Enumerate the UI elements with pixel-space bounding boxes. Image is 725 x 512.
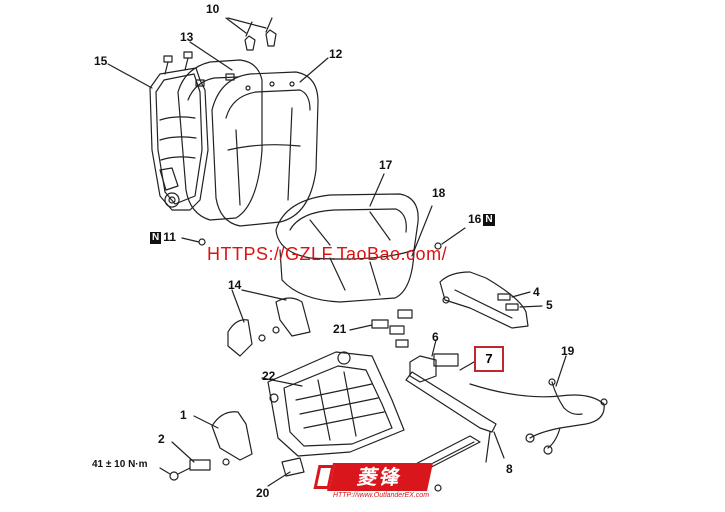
leader-lines (107, 41, 491, 463)
label-8: 8 (506, 462, 513, 476)
lower-cover-1 (193, 411, 253, 461)
seatback-frame (149, 51, 209, 211)
label-5: 5 (546, 298, 553, 312)
actuator-6 (409, 339, 475, 383)
seat-frame-22 (261, 351, 405, 457)
logo-brand-text: 菱锋 (327, 463, 433, 491)
label-20: 20 (256, 486, 270, 500)
anchor-bolt-2 (159, 441, 230, 481)
highlight-box-7: 7 (474, 346, 504, 372)
label-1: 1 (180, 408, 187, 422)
seatback-pad (177, 59, 263, 221)
bracket-20 (267, 457, 442, 492)
seatback-cover (211, 71, 319, 227)
label-4: 4 (533, 285, 540, 299)
bolts-10 (225, 17, 277, 51)
label-18: 18 (432, 186, 446, 200)
label-12: 12 (329, 47, 343, 61)
wire-harness-19 (469, 355, 608, 455)
label-10: 10 (206, 2, 220, 16)
label-13: 13 (180, 30, 194, 44)
label-14: 14 (228, 278, 242, 292)
label-19: 19 (561, 344, 575, 358)
watermark-url: HTTPS://GZLF.TaoBao.com/ (207, 244, 448, 264)
label-17: 17 (379, 158, 393, 172)
side-shield (411, 205, 529, 329)
brand-logo: 菱锋 HTTP://www.OutlanderEX.com (313, 463, 436, 499)
nut-11 (181, 237, 206, 246)
n-box-16: N (483, 214, 495, 226)
rail-8 (405, 371, 505, 459)
n-box-11: N (150, 232, 162, 244)
torque-spec: 41 ± 10 N·m (92, 459, 148, 470)
clips-4-5 (497, 291, 543, 311)
label-6: 6 (432, 330, 439, 344)
label-22: 22 (262, 369, 276, 383)
label-2: 2 (158, 432, 165, 446)
label-21: 21 (333, 322, 347, 336)
logo-url: HTTP://www.OutlanderEX.com (332, 492, 430, 499)
side-covers-14 (227, 289, 311, 357)
label-15: 15 (94, 54, 108, 68)
slide-parts-21 (349, 309, 413, 348)
